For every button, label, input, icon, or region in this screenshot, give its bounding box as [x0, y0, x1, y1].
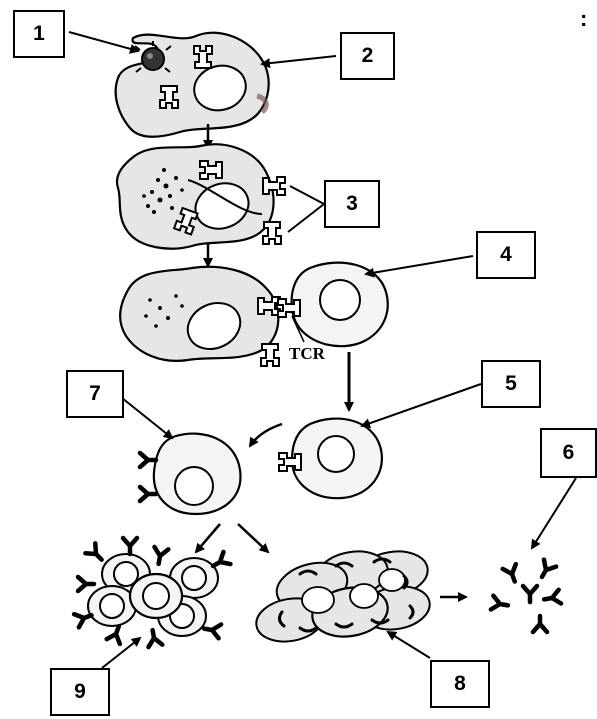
pointer-7 [121, 397, 174, 440]
label-text-9: 9 [74, 680, 86, 703]
plasma-cell-cluster-8 [255, 550, 431, 643]
label-box-9: 9 [50, 668, 110, 716]
pointer-3b [287, 203, 325, 233]
pointer-4 [364, 255, 474, 278]
label-text-6: 6 [562, 441, 575, 464]
memory-b-cell-cluster-9 [74, 538, 230, 647]
pointer-1 [68, 31, 140, 54]
signal-arrow [248, 422, 283, 448]
pointer-8 [386, 630, 431, 659]
label-text-2: 2 [361, 44, 374, 67]
pointer-9 [101, 636, 142, 669]
label-text-8: 8 [454, 672, 466, 695]
tcr-label: TCR [289, 344, 325, 363]
pointer-lines [68, 31, 577, 669]
label-box-6: 6 [540, 428, 597, 478]
label-text-7: 7 [89, 382, 101, 405]
label-box-4: 4 [476, 231, 536, 279]
label-box-1: 1 [13, 10, 65, 58]
label-text-4: 4 [500, 243, 512, 266]
antibodies-6 [491, 560, 561, 632]
pointer-2 [260, 55, 337, 69]
apc-cell-stage-3 [119, 265, 281, 367]
corner-mark: : [580, 6, 588, 31]
label-text-3: 3 [346, 192, 358, 215]
differentiation-arrow-plasma [237, 523, 270, 554]
pointer-3a [289, 185, 325, 205]
label-box-3: 3 [324, 180, 380, 228]
label-text-1: 1 [33, 22, 45, 45]
t-helper-cell-4 [277, 261, 389, 348]
apc-cell-stage-2 [115, 143, 286, 250]
t-helper-cell-5 [278, 417, 383, 500]
label-text-5: 5 [505, 372, 517, 395]
pointer-5 [360, 383, 482, 429]
label-box-2: 2 [340, 32, 395, 80]
b-cell-7 [140, 432, 242, 516]
pointer-6 [530, 477, 577, 550]
label-box-8: 8 [430, 660, 490, 708]
label-box-7: 7 [66, 370, 124, 418]
differentiation-arrow-memory [194, 523, 221, 554]
label-box-5: 5 [481, 360, 541, 408]
